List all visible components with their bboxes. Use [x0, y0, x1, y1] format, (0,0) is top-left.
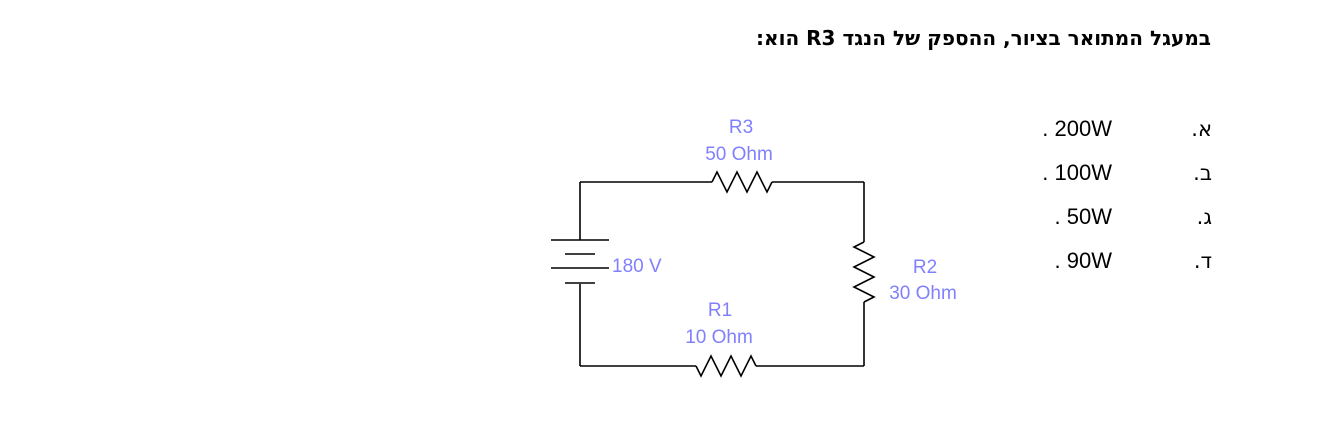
option-c[interactable]: ג. 50W . — [0, 202, 1317, 232]
r1-value-label: 10 Ohm — [685, 327, 753, 348]
resistor-r1-symbol — [695, 354, 757, 378]
r2-name-label: R2 — [913, 257, 937, 278]
option-a[interactable]: א. 200W . — [0, 114, 1317, 144]
resistor-r2-symbol — [852, 241, 876, 303]
option-value: 100W . — [1042, 160, 1112, 185]
option-letter: ג. — [1196, 205, 1212, 229]
question-text: במעגל המתואר בציור, ההספק של הנגד R3 הוא… — [756, 26, 1211, 50]
r3-name-label: R3 — [729, 117, 753, 138]
battery-voltage-label: 180 V — [612, 256, 662, 277]
option-value: 200W . — [1042, 116, 1112, 141]
option-b[interactable]: ב. 100W . — [0, 158, 1317, 188]
r3-value-label: 50 Ohm — [705, 144, 773, 165]
option-value: 90W . — [1054, 248, 1112, 273]
option-value: 50W . — [1054, 204, 1112, 229]
option-d[interactable]: ד. 90W . — [0, 246, 1317, 276]
option-letter: ד. — [1193, 249, 1212, 273]
resistor-r3-symbol — [711, 170, 773, 194]
r2-value-label: 30 Ohm — [889, 283, 957, 304]
option-letter: א. — [1191, 117, 1212, 141]
option-letter: ב. — [1193, 161, 1212, 185]
r1-name-label: R1 — [708, 300, 732, 321]
